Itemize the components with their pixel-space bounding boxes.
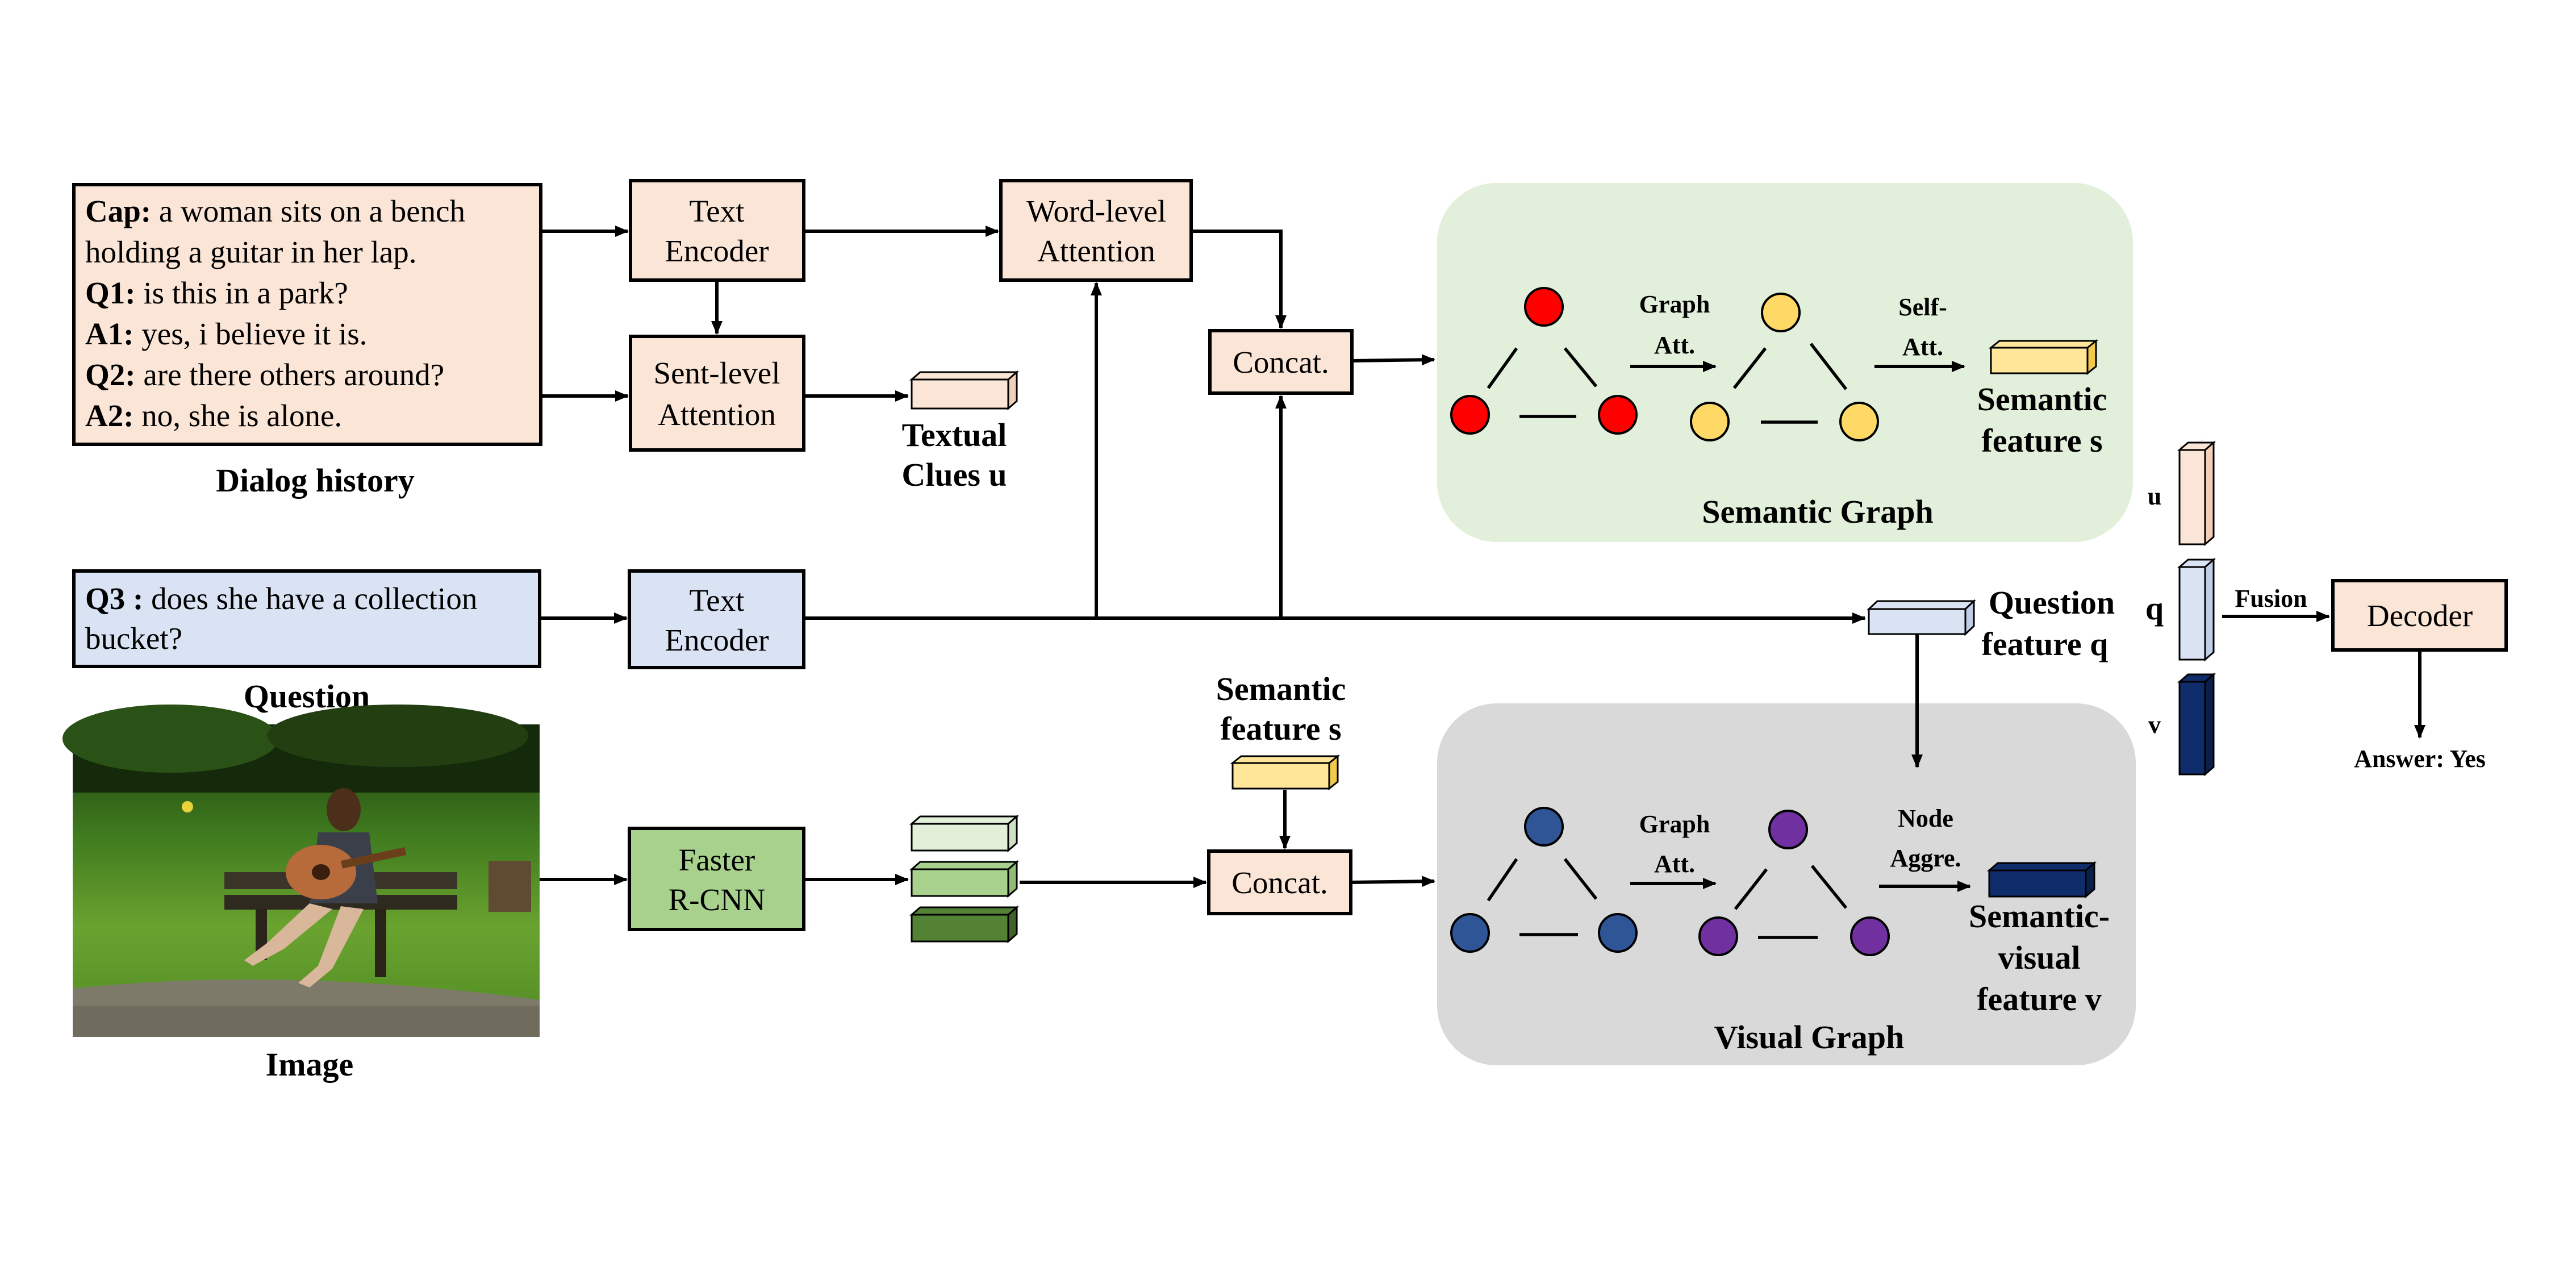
semantic-feature-top-line2: feature s bbox=[1981, 422, 2102, 459]
node-aggre-line1: Node bbox=[1898, 805, 1953, 832]
dialog-line-3: Q1: is this in a park? bbox=[85, 276, 348, 310]
concat-top-box bbox=[1208, 329, 1354, 395]
graph-att-bottom-line1: Graph bbox=[1639, 810, 1710, 838]
visual-graph-blue bbox=[1450, 807, 1638, 953]
semantic-visual-feature-bar bbox=[1986, 861, 2097, 899]
sent-attention-box bbox=[629, 335, 805, 452]
graph-att-top-line1: Graph bbox=[1639, 290, 1710, 318]
textual-clues-line2: Clues u bbox=[901, 456, 1007, 493]
concat-bottom-label: Concat. bbox=[1231, 865, 1328, 900]
text-encoder-top-line2: Encoder bbox=[665, 234, 769, 268]
visual-graph-purple bbox=[1698, 810, 1890, 956]
semantic-feature-top-line1: Semantic bbox=[1977, 381, 2107, 418]
u-vertical-bar bbox=[2177, 439, 2216, 547]
semantic-graph-title: Semantic Graph bbox=[1702, 493, 1934, 530]
dialog-line-5: Q2: are there others around? bbox=[85, 357, 444, 392]
semantic-feature-bottom-line2: feature s bbox=[1220, 710, 1341, 747]
arrow-concat-to-semantic bbox=[1351, 354, 1435, 366]
object-feature-dark bbox=[909, 905, 1020, 944]
dialog-history-box bbox=[72, 183, 542, 446]
semantic-visual-feature-line1: Semantic- bbox=[1969, 898, 2110, 935]
question-feature-bar bbox=[1867, 599, 1976, 636]
sent-attention-line2: Attention bbox=[658, 397, 776, 432]
image-photo bbox=[62, 705, 540, 1037]
semantic-feature-bottom-bar bbox=[1230, 754, 1341, 791]
self-att-line1: Self- bbox=[1898, 293, 1947, 321]
arrow-concat-to-visual bbox=[1350, 876, 1435, 887]
semantic-graph-red bbox=[1450, 287, 1638, 435]
decoder-label: Decoder bbox=[2367, 598, 2473, 633]
faster-rcnn-line2: R-CNN bbox=[668, 882, 765, 917]
image-caption: Image bbox=[266, 1046, 354, 1083]
node-aggre-line2: Aggre. bbox=[1890, 844, 1961, 872]
question-feature-line1: Question bbox=[1989, 584, 2115, 621]
q-vertical-bar bbox=[2177, 557, 2216, 662]
word-attention-line1: Word-level bbox=[1026, 194, 1166, 228]
fusion-label: Fusion bbox=[2235, 585, 2307, 612]
graph-att-top-line2: Att. bbox=[1654, 331, 1695, 359]
dialog-line-2: holding a guitar in her lap. bbox=[85, 235, 416, 269]
semantic-graph-yellow bbox=[1690, 293, 1879, 441]
semantic-graph-panel bbox=[1437, 183, 2133, 542]
dialog-line-4: A1: yes, i believe it is. bbox=[85, 316, 367, 351]
question-line-2: bucket? bbox=[85, 621, 182, 656]
faster-rcnn-line1: Faster bbox=[679, 843, 755, 877]
semantic-visual-feature-line2: visual bbox=[1998, 939, 2080, 976]
question-line-1: Q3 : does she have a collection bbox=[85, 581, 477, 616]
text-encoder-top-line1: Text bbox=[690, 194, 745, 228]
dialog-history-caption: Dialog history bbox=[216, 462, 415, 499]
decoder-box bbox=[2331, 579, 2508, 652]
semantic-visual-feature-line3: feature v bbox=[1977, 981, 2102, 1018]
semantic-feature-top-bar bbox=[1988, 339, 2099, 376]
answer-label: Answer: Yes bbox=[2354, 745, 2486, 773]
self-att-line2: Att. bbox=[1902, 333, 1943, 361]
textual-clues-feature bbox=[909, 370, 1020, 411]
object-feature-light bbox=[909, 814, 1020, 853]
question-feature-line2: feature q bbox=[1982, 626, 2109, 662]
textual-clues-line1: Textual bbox=[902, 416, 1007, 453]
dialog-line-1: Cap: a woman sits on a bench bbox=[85, 194, 465, 228]
visual-graph-title: Visual Graph bbox=[1714, 1019, 1905, 1056]
u-label: u bbox=[2148, 482, 2161, 510]
v-label: v bbox=[2148, 711, 2161, 739]
text-encoder-bottom-line2: Encoder bbox=[665, 623, 769, 657]
semantic-feature-bottom-line1: Semantic bbox=[1216, 670, 1346, 707]
object-feature-mid bbox=[909, 860, 1020, 898]
graph-att-bottom-line2: Att. bbox=[1654, 850, 1695, 878]
concat-top-label: Concat. bbox=[1233, 345, 1329, 380]
text-encoder-bottom-box bbox=[628, 569, 805, 669]
visual-graph-panel bbox=[1437, 703, 2136, 1065]
arrow-word-to-concat bbox=[1191, 230, 1287, 329]
sent-attention-line1: Sent-level bbox=[654, 356, 780, 390]
word-attention-box bbox=[999, 179, 1193, 282]
text-encoder-bottom-line1: Text bbox=[690, 583, 745, 618]
word-attention-line2: Attention bbox=[1037, 234, 1155, 268]
dialog-line-6: A2: no, she is alone. bbox=[85, 398, 342, 433]
v-vertical-bar bbox=[2177, 672, 2216, 777]
q-label: q bbox=[2145, 590, 2164, 627]
